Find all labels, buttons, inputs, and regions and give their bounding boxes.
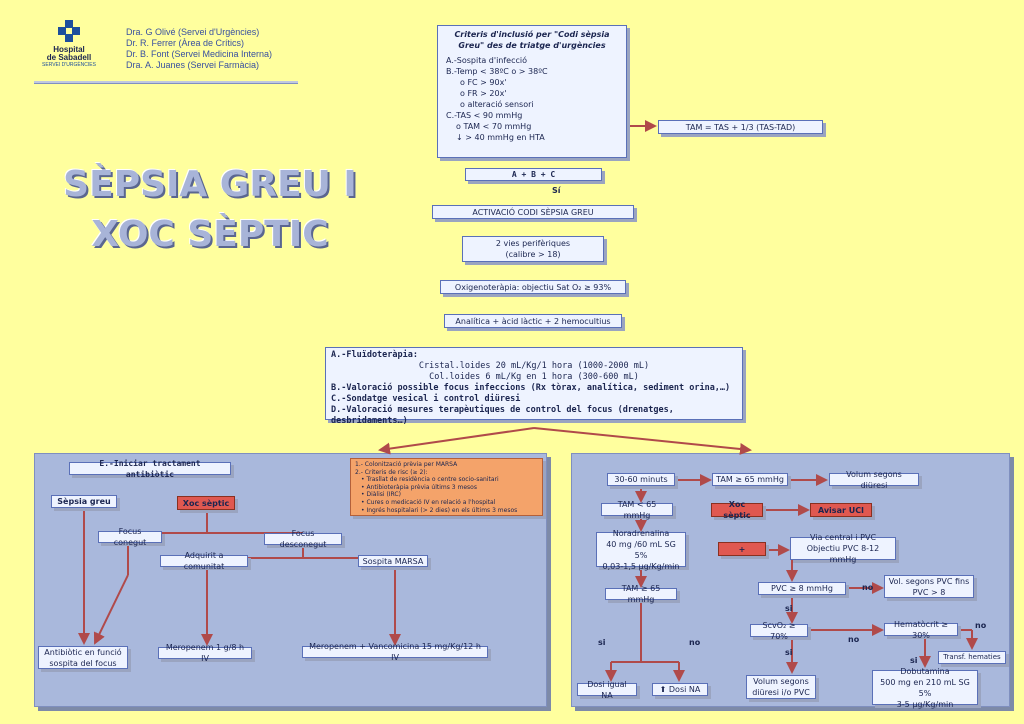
dobutamine-box: Dobutamina 500 mg en 210 mL SG 5% 3-5 µg… [872, 667, 978, 709]
measure-line: C.-Sondatge vesical i control diüresi [331, 394, 521, 404]
yes-label: Sí [552, 186, 561, 195]
criteria-title: Criteris d'inclusió per "Codi sèpsia Gre… [454, 30, 610, 50]
scvo2-box: ScvO₂ ≥ 70% [750, 621, 808, 641]
criteria-line: A.-Sospita d'infecció [446, 56, 528, 65]
logo-sub: SERVEI D'URGÈNCIES [42, 62, 96, 68]
tam-lt-65-box: TAM < 65 mmHg [601, 500, 673, 520]
no-label: no [862, 583, 874, 592]
header-rule [34, 81, 298, 84]
author-4: Dra. A. Juanes (Servei Farmàcia) [126, 60, 260, 70]
criteria-line: ↓ > 40 mmHg en HTA [456, 133, 545, 142]
abc-box: A + B + C [465, 168, 602, 181]
measure-line: Cristal.loides 20 mL/Kg/1 hora (1000-200… [418, 361, 650, 371]
pvc-box: PVC ≥ 8 mmHg [758, 582, 846, 595]
cross-icon [58, 20, 80, 42]
meropenem-vancomycin-box: Meropenem + Vancomicina 15 mg/Kg/12 h IV [302, 642, 488, 662]
tam-formula-box: TAM = TAS + 1/3 (TAS-TAD) [658, 120, 823, 134]
no-label: no [689, 638, 701, 647]
note-line: 1.- Colonització prèvia per MARSA [355, 461, 458, 468]
pvc-volume-box: Vol. segons PVC fins PVC > 8 [884, 575, 974, 598]
measure-line: D.-Valoració mesures terapèutiques de co… [331, 405, 674, 426]
increase-dose-box: ⬆ Dosi NA [652, 683, 708, 696]
yes-label: si [785, 648, 793, 657]
antibiotic-title-box: E.-Iniciar tractament antibiòtic [69, 459, 231, 479]
septic-shock-box: Xoc sèptic [177, 496, 235, 510]
marsa-suspicion-box: Sospita MARSA [358, 555, 428, 567]
notify-icu-box: Avisar UCI [810, 503, 872, 517]
marsa-criteria-note: 1.- Colonització prèvia per MARSA 2.- Cr… [350, 458, 543, 516]
diuresis-volume-box: Volum segons diüresi [829, 470, 919, 490]
iv-access-box: 2 vies perifèriques (calibre > 18) [462, 236, 604, 262]
lab-tests-box: Analítica + àcid làctic + 2 hemocultius [444, 314, 622, 328]
author-1: Dra. G Olivé (Servei d'Urgències) [126, 27, 260, 37]
unknown-focus-box: Focus desconegut [264, 529, 342, 549]
criteria-line: B.-Temp < 38ºC o > 38ºC [446, 67, 548, 76]
community-box: Adquirit a comunitat [160, 551, 248, 571]
measure-line: A.-Fluïdoteràpia: [331, 350, 418, 360]
no-label: no [848, 635, 860, 644]
hematocrit-box: Hematòcrit ≥ 30% [884, 620, 958, 640]
measure-line: Col.loides 6 mL/Kg en 1 hora (300-600 mL… [429, 372, 639, 382]
author-3: Dr. B. Font (Servei Medicina Interna) [126, 49, 273, 59]
same-dose-box: Dosi igual NA [577, 680, 637, 700]
noradrenaline-box: Noradrenalina 40 mg /60 mL SG 5% 0,03-1,… [596, 529, 686, 571]
criteria-line: o FC > 90x' [460, 78, 507, 87]
known-focus-box: Focus conegut [98, 527, 162, 547]
authors: Dra. G Olivé (Servei d'Urgències) Dr. R.… [126, 27, 272, 71]
activation-box: ACTIVACIÓ CODI SÈPSIA GREU [432, 205, 634, 219]
note-line: • Cures o medicació IV en relació a l'ho… [361, 498, 496, 506]
yes-label: si [910, 656, 918, 665]
oxygen-box: Oxigenoteràpia: objectiu Sat O₂ ≥ 93% [440, 280, 626, 294]
inclusion-criteria-box: Criteris d'inclusió per "Codi sèpsia Gre… [437, 25, 627, 158]
yes-label: si [598, 638, 606, 647]
note-line: • Diàlisi (IRC) [361, 491, 401, 499]
criteria-line: o FR > 20x' [460, 89, 507, 98]
yes-label: si [785, 604, 793, 613]
title-line-2: XOC SÈPTIC [91, 214, 329, 255]
hospital-logo: Hospital de Sabadell SERVEI D'URGÈNCIES [34, 20, 104, 72]
note-line: • Antibioteràpia prèvia últims 3 mesos [361, 483, 477, 491]
tam-ge-65-box: TAM ≥ 65 mmHg [712, 473, 788, 486]
transfusion-box: Transf. hematies [938, 651, 1006, 664]
septic-shock-right-box: Xoc sèptic [711, 500, 763, 520]
plus-box: + [718, 542, 766, 556]
criteria-line: o TAM < 70 mmHg [456, 122, 532, 131]
volume-diuresis-box: Volum segons diüresi i/o PVC [746, 675, 816, 699]
page-title: SÈPSIA GREU I XOC SÈPTIC [40, 160, 380, 260]
focus-antibiotic-box: Antibiòtic en funció sospita del focus [38, 646, 128, 669]
meropenem-box: Meropenem 1 g/8 h IV [158, 643, 252, 663]
minutes-box: 30-60 minuts [607, 473, 675, 486]
severe-sepsis-box: Sèpsia greu [51, 495, 117, 508]
logo-line-2: de Sabadell [46, 53, 92, 62]
criteria-line: o alteració sensori [460, 100, 534, 109]
author-2: Dr. R. Ferrer (Àrea de Crítics) [126, 38, 245, 48]
tam-ge-65-box-2: TAM ≥ 65 mmHg [605, 584, 677, 604]
criteria-line: C.-TAS < 90 mmHg [446, 111, 523, 120]
title-line-1: SÈPSIA GREU I [63, 164, 357, 205]
no-label: no [975, 621, 987, 630]
central-line-box: Via central i PVC Objectiu PVC 8-12 mmHg [790, 533, 896, 564]
note-line: • Trasllat de residència o centre socio-… [361, 476, 499, 484]
measure-line: B.-Valoració possible focus infeccions (… [331, 383, 731, 393]
logo-line-1: Hospital [53, 45, 85, 54]
note-line: 2.- Criteris de risc (≥ 2): [355, 468, 428, 476]
measures-box: A.-Fluïdoteràpia: Cristal.loides 20 mL/K… [325, 347, 743, 426]
note-line: • Ingrés hospitalari (> 2 dies) en els ú… [361, 506, 518, 514]
